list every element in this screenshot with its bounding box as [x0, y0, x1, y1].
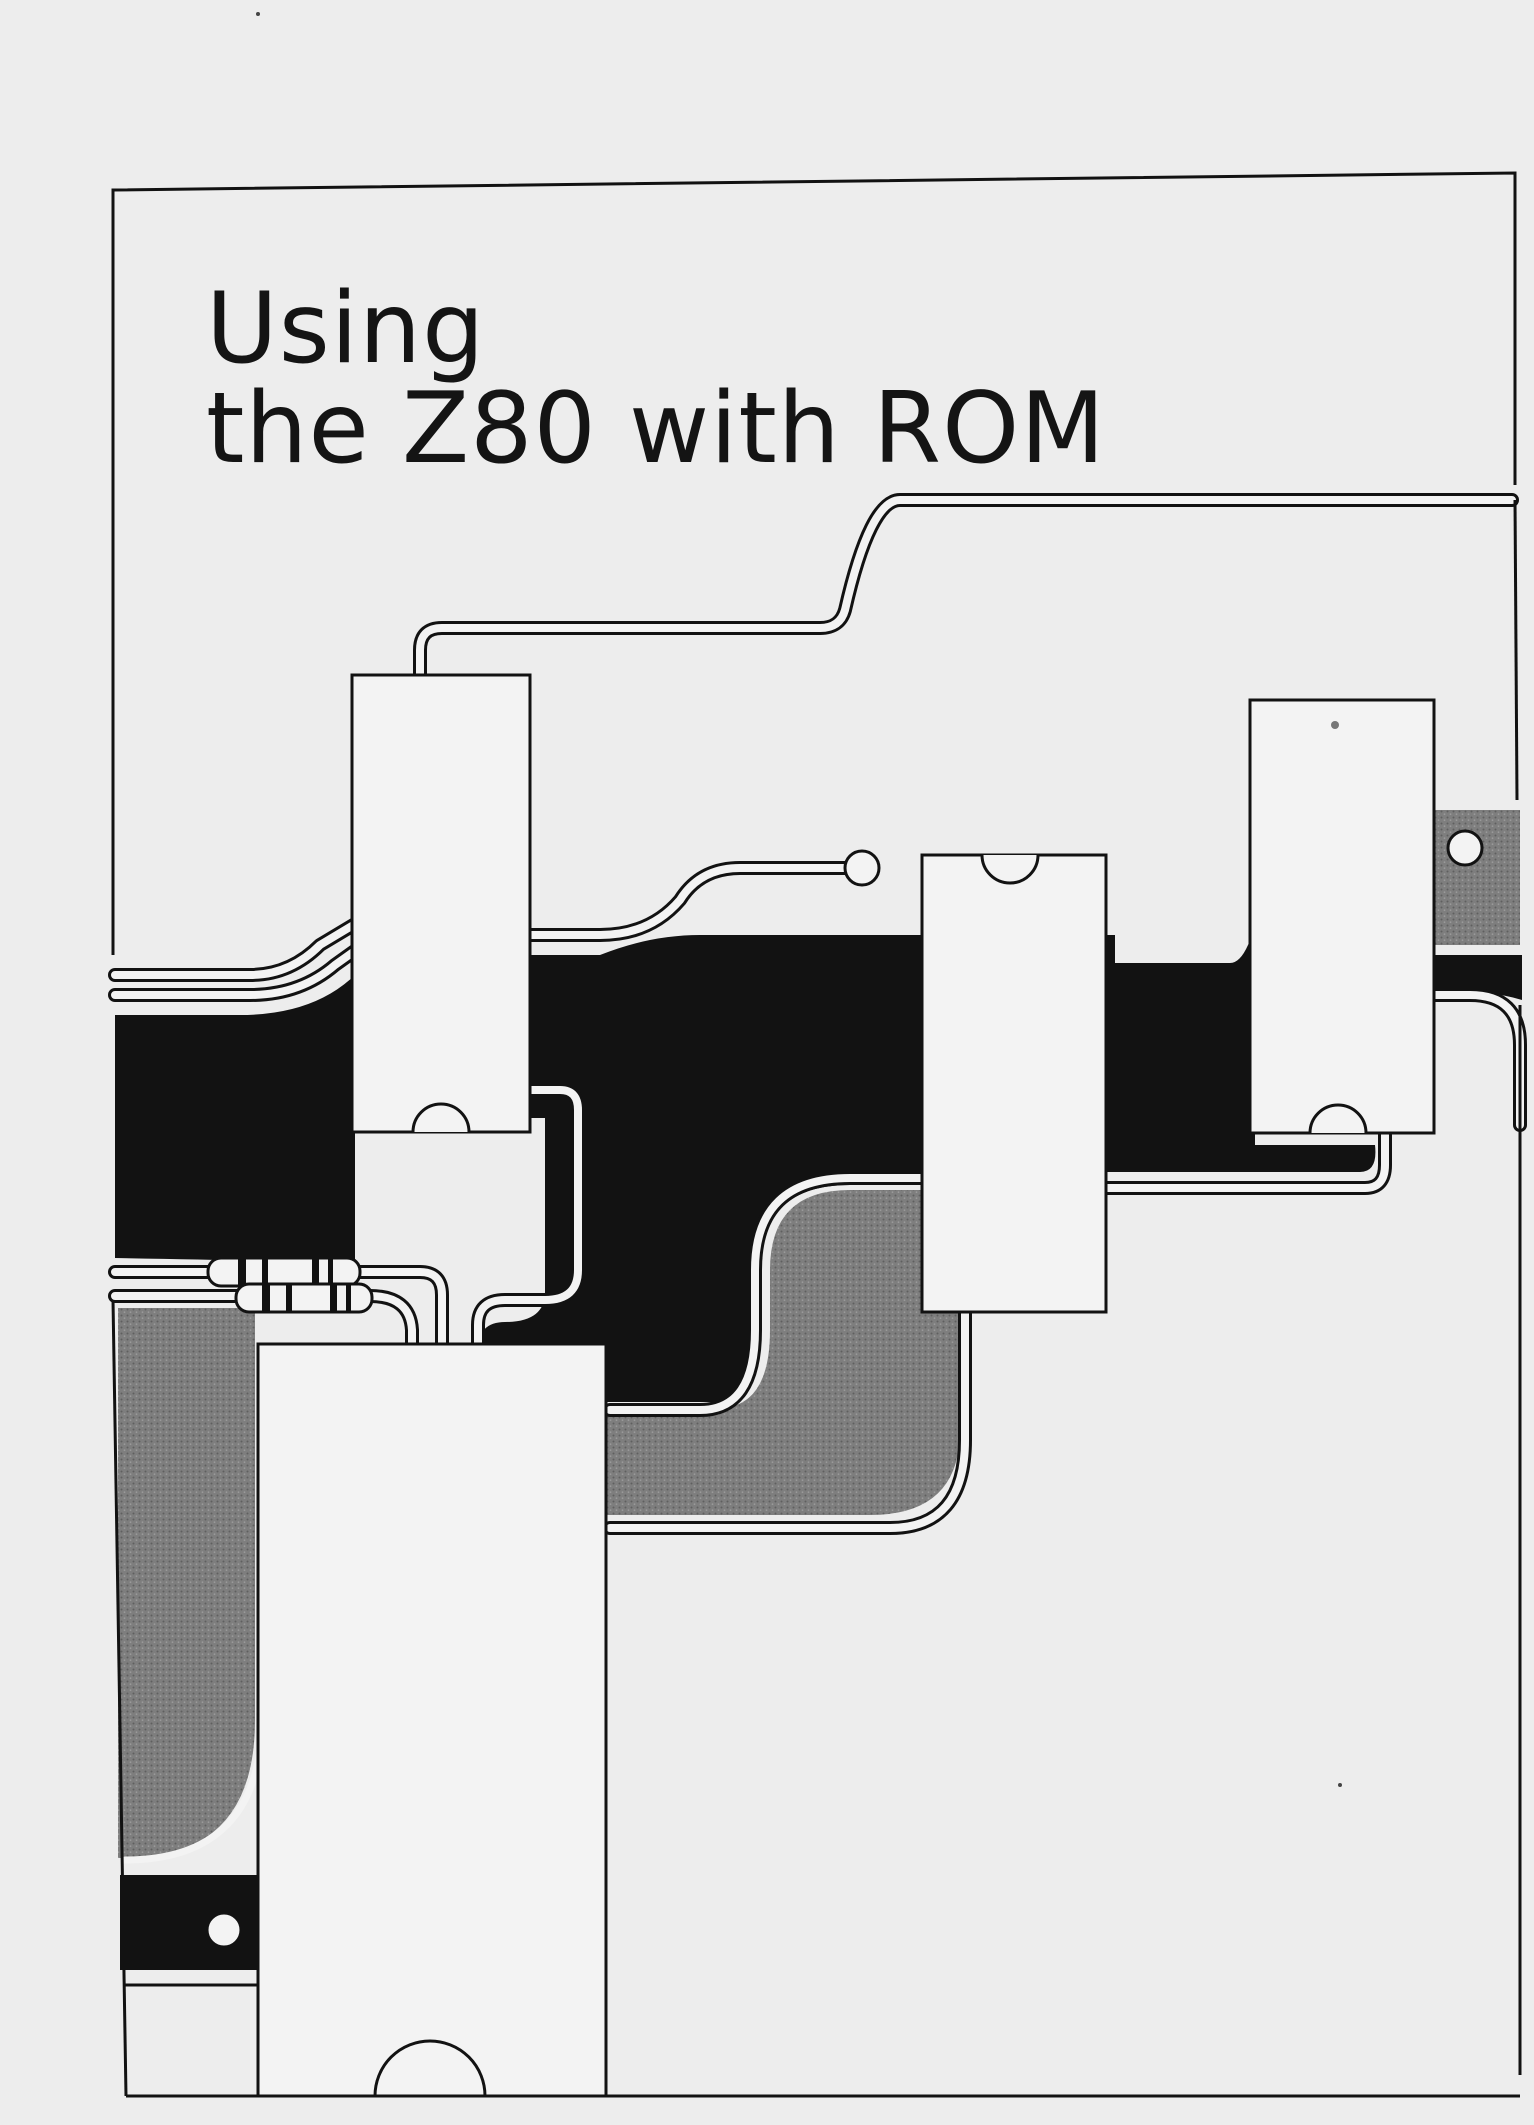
resistor-1: [206, 1256, 362, 1288]
trace-right-edge: [1428, 988, 1527, 1132]
trace-top: [413, 493, 1519, 682]
grey-copper-pour-left: [118, 1308, 255, 1858]
via-right: [1446, 829, 1484, 867]
scan-speck: [256, 12, 260, 16]
via-top-center: [843, 849, 881, 887]
frame-left-lower: [111, 1299, 128, 2097]
frame-upper: [111, 171, 1517, 955]
black-ground-plane: [115, 930, 1376, 1402]
cover-title-line-1: Using: [206, 272, 486, 386]
trace-to-via: [523, 861, 865, 942]
ic-chip-left: [350, 673, 532, 1134]
scan-speck: [1338, 1783, 1342, 1787]
ic-chip-right: [1248, 698, 1436, 1135]
grey-pad-right: [1435, 810, 1520, 945]
ic-chip-large: [256, 1342, 608, 2098]
cover-title-line-2: the Z80 with ROM: [206, 372, 1106, 486]
ic-chip-center: [920, 853, 1108, 1314]
grey-copper-pour-center: [605, 1190, 960, 1515]
via-bottom-left: [205, 1911, 243, 1949]
frame-right-upper: [1513, 499, 1519, 801]
resistor-2: [234, 1282, 374, 1314]
scan-speck: [1331, 721, 1339, 729]
